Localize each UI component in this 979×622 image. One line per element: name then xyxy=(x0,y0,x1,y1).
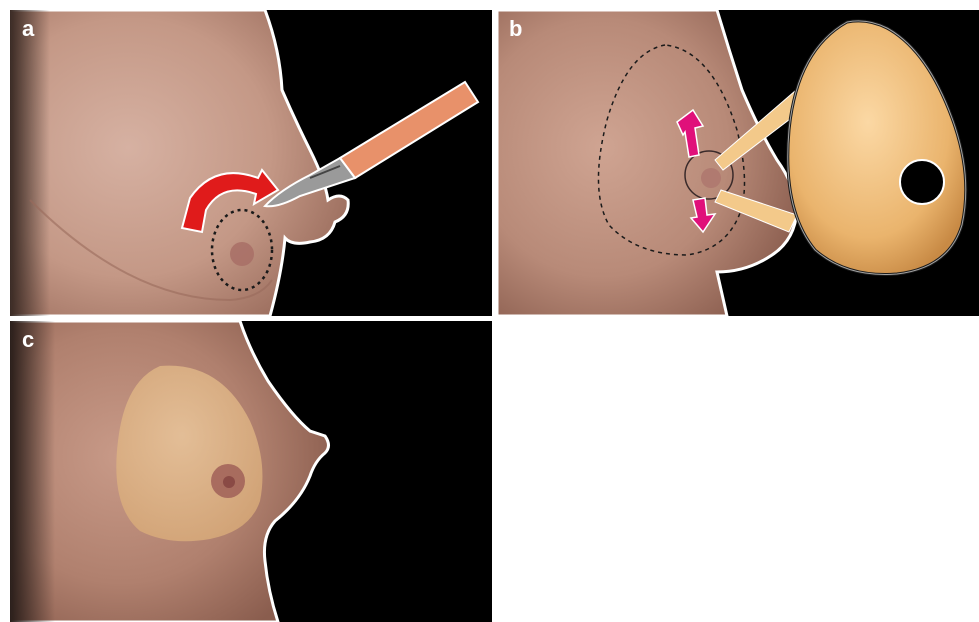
implant-nipple-hole xyxy=(900,160,944,204)
panel-a: a xyxy=(10,10,492,316)
panel-b-illustration xyxy=(497,10,979,316)
panel-a-illustration xyxy=(10,10,492,316)
panel-c: c xyxy=(10,321,492,622)
torso-shape xyxy=(10,10,348,316)
shadow-edge xyxy=(10,10,50,316)
nipple xyxy=(223,476,235,488)
areola xyxy=(230,242,254,266)
panel-label-c: c xyxy=(22,329,34,351)
shadow-edge xyxy=(10,321,55,622)
panel-b: b xyxy=(497,10,979,316)
implant-shape xyxy=(788,21,966,275)
nipple xyxy=(701,168,721,188)
panel-label-b: b xyxy=(509,18,522,40)
torso-shape xyxy=(497,10,797,316)
panel-label-a: a xyxy=(22,18,34,40)
panel-c-illustration xyxy=(10,321,492,622)
